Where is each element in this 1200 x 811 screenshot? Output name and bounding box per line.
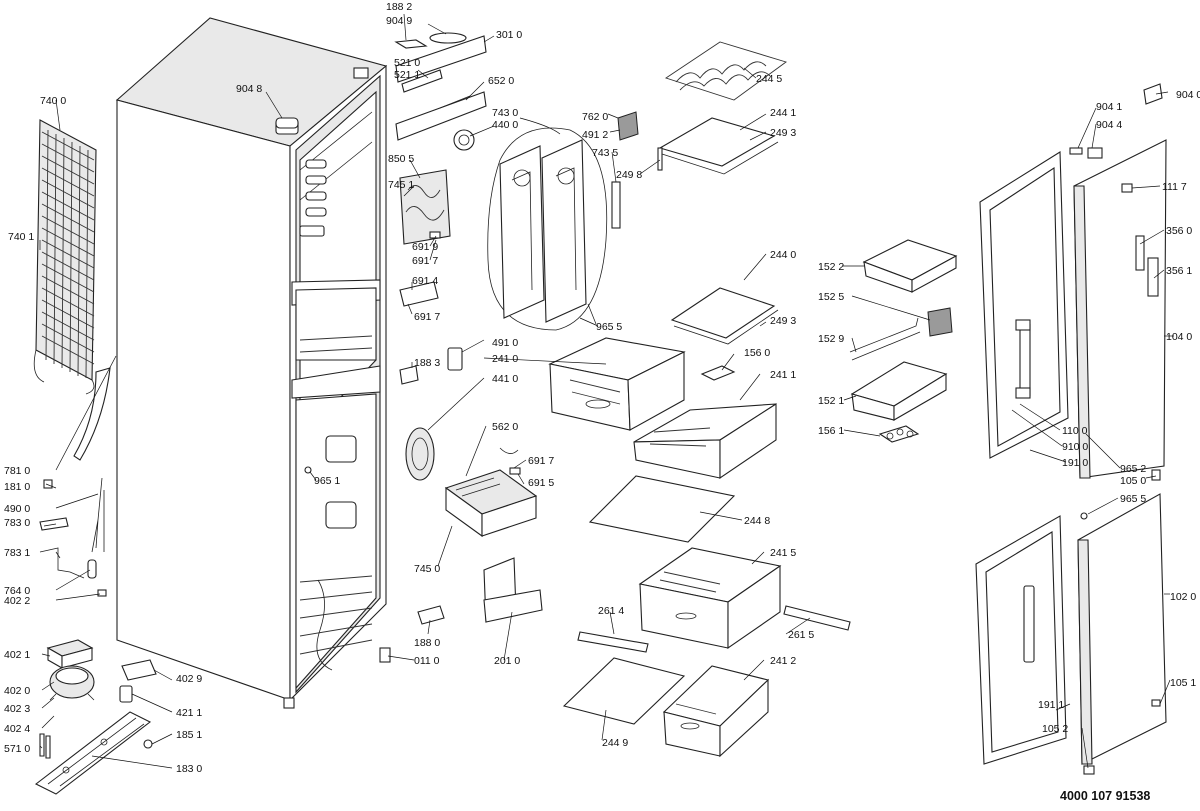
part-label: 244 5 [756, 73, 782, 85]
upper-door [979, 83, 1167, 479]
part-label: 156 0 [744, 347, 770, 359]
part-label: 910 0 [1062, 441, 1088, 453]
part-label: 743 0 [492, 107, 518, 119]
part-label: 965 2 [1120, 463, 1146, 475]
part-label: 181 0 [4, 481, 30, 493]
part-label: 102 0 [1170, 591, 1196, 603]
part-label: 188 0 [414, 637, 440, 649]
condenser [33, 119, 111, 461]
part-label: 745 1 [388, 179, 414, 191]
part-label: 402 3 [4, 703, 30, 715]
middle-center-parts [304, 287, 779, 625]
part-label: 244 1 [770, 107, 796, 119]
part-label: 188 3 [414, 357, 440, 369]
part-label: 191 1 [1038, 699, 1064, 711]
part-label: 904 4 [1096, 119, 1122, 131]
part-label: 244 9 [602, 737, 628, 749]
part-label: 356 1 [1166, 265, 1192, 277]
part-label: 904 9 [386, 15, 412, 27]
part-label: 241 2 [770, 655, 796, 667]
part-label: 783 0 [4, 517, 30, 529]
part-label: 241 5 [770, 547, 796, 559]
part-label: 105 2 [1042, 723, 1068, 735]
part-label: 011 0 [414, 655, 440, 667]
part-label: 244 0 [770, 249, 796, 261]
part-label: 440 0 [492, 119, 518, 131]
part-label: 244 8 [744, 515, 770, 527]
part-label: 201 0 [494, 655, 520, 667]
part-label: 740 1 [8, 231, 34, 243]
lower-door [975, 469, 1167, 775]
part-label: 965 5 [1120, 493, 1146, 505]
part-label: 965 5 [596, 321, 622, 333]
part-label: 490 0 [4, 503, 30, 515]
lower-center-parts [562, 475, 851, 758]
part-label: 691 4 [412, 275, 438, 287]
reference-number: 4000 107 91538 [1060, 789, 1150, 803]
part-label: 152 5 [818, 291, 844, 303]
part-label: 781 0 [4, 465, 30, 477]
leader-lines [39, 13, 1174, 769]
part-label: 521 1 [394, 69, 420, 81]
part-label: 105 1 [1170, 677, 1196, 689]
part-label: 105 0 [1120, 475, 1146, 487]
part-label: 301 0 [496, 29, 522, 41]
part-label: 652 0 [488, 75, 514, 87]
part-label: 904 8 [236, 83, 262, 95]
part-label: 402 1 [4, 649, 30, 661]
part-label: 402 2 [4, 595, 30, 607]
part-label: 691 9 [412, 241, 438, 253]
part-label: 249 3 [770, 127, 796, 139]
part-label: 402 9 [176, 673, 202, 685]
part-label: 249 3 [770, 315, 796, 327]
part-label: 402 0 [4, 685, 30, 697]
part-label: 965 1 [314, 475, 340, 487]
upper-center-parts [275, 32, 787, 331]
part-label: 691 7 [528, 455, 554, 467]
part-label: 261 4 [598, 605, 624, 617]
part-label: 562 0 [492, 421, 518, 433]
part-label: 356 0 [1166, 225, 1192, 237]
part-label: 571 0 [4, 743, 30, 755]
cabinet [115, 17, 391, 709]
part-label: 152 9 [818, 333, 844, 345]
part-label: 743 5 [592, 147, 618, 159]
part-label: 441 0 [492, 373, 518, 385]
part-label: 691 7 [414, 311, 440, 323]
part-label: 850 5 [388, 153, 414, 165]
part-label: 241 0 [492, 353, 518, 365]
part-label: 191 0 [1062, 457, 1088, 469]
part-label: 241 1 [770, 369, 796, 381]
part-label: 491 0 [492, 337, 518, 349]
part-label: 745 0 [414, 563, 440, 575]
part-label: 188 2 [386, 1, 412, 13]
part-label: 183 0 [176, 763, 202, 775]
part-label: 104 0 [1166, 331, 1192, 343]
part-labels: 188 2 904 9 301 0 521 0 521 1 652 0 904 … [4, 1, 1200, 775]
part-label: 185 1 [176, 729, 202, 741]
part-label: 402 4 [4, 723, 30, 735]
part-label: 904 1 [1096, 101, 1122, 113]
part-label: 783 1 [4, 547, 30, 559]
part-label: 904 0 [1176, 89, 1200, 101]
part-label: 110 0 [1062, 425, 1088, 437]
part-label: 156 1 [818, 425, 844, 437]
part-label: 521 0 [394, 57, 420, 69]
part-label: 152 2 [818, 261, 844, 273]
part-label: 762 0 [582, 111, 608, 123]
door-accessories [849, 239, 958, 443]
part-label: 111 7 [1162, 181, 1187, 193]
part-label: 491 2 [582, 129, 608, 141]
part-label: 261 5 [788, 629, 814, 641]
part-label: 740 0 [40, 95, 66, 107]
part-label: 691 5 [528, 477, 554, 489]
part-label: 421 1 [176, 707, 202, 719]
part-label: 691 7 [412, 255, 438, 267]
part-label: 764 0 [4, 585, 30, 597]
part-label: 249 8 [616, 169, 642, 181]
part-label: 152 1 [818, 395, 844, 407]
